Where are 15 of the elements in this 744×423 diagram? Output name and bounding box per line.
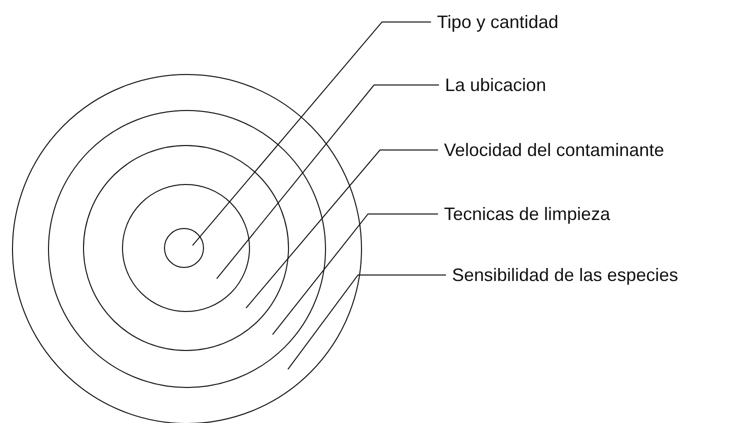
callout-label: Tecnicas de limpieza bbox=[444, 203, 610, 225]
callout-label: Tipo y cantidad bbox=[437, 11, 558, 33]
leader-line bbox=[246, 150, 438, 309]
concentric-circle bbox=[164, 228, 204, 268]
concentric-circle bbox=[48, 110, 326, 388]
callout-label: Velocidad del contaminante bbox=[444, 139, 664, 161]
leader-line bbox=[192, 22, 432, 246]
leader-line bbox=[287, 274, 446, 370]
leader-line bbox=[216, 84, 440, 280]
concentric-circle bbox=[122, 184, 250, 312]
concentric-circle bbox=[83, 145, 289, 351]
concentric-circle bbox=[12, 74, 362, 423]
callout-label: Sensibilidad de las especies bbox=[452, 264, 678, 286]
leader-line bbox=[272, 214, 438, 336]
callout-label: La ubicacion bbox=[445, 74, 546, 96]
